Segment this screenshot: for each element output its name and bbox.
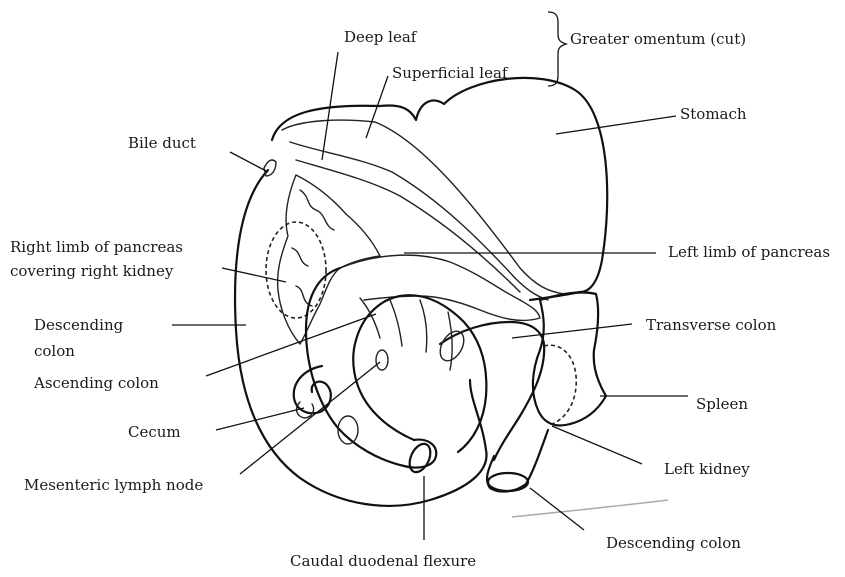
duodenal-flexure-opening <box>406 441 435 476</box>
stomach-shape <box>272 78 607 300</box>
label-right-limb-line1: Right limb of pancreas <box>10 238 183 256</box>
label-descending-bottom: Descending colon <box>606 534 741 552</box>
label-descending-left-line2: colon <box>34 342 75 360</box>
label-right-limb-line2: covering right kidney <box>10 262 174 280</box>
organ-drawing <box>235 78 668 517</box>
label-bile-duct: Bile duct <box>128 134 196 152</box>
omentum-deep <box>290 142 548 300</box>
leader-bile-duct <box>230 152 268 172</box>
left-kidney-shape <box>544 345 576 424</box>
descending-colon-shape <box>487 430 548 491</box>
label-left-limb: Left limb of pancreas <box>668 243 830 261</box>
leader-left-kidney <box>552 426 642 464</box>
label-stomach: Stomach <box>680 105 747 123</box>
label-greater-omentum: Greater omentum (cut) <box>570 30 746 48</box>
leader-stomach <box>556 116 676 134</box>
label-ascending-colon: Ascending colon <box>33 374 159 392</box>
label-caudal-flexure: Caudal duodenal flexure <box>290 552 476 570</box>
label-spleen: Spleen <box>696 395 748 413</box>
label-descending-left-line1: Descending <box>34 316 124 334</box>
label-cecum: Cecum <box>128 423 181 441</box>
descending-colon-opening <box>488 473 528 491</box>
transverse-colon-shape <box>440 322 544 460</box>
smudge-mark <box>512 500 668 517</box>
bile-duct-shape <box>264 160 276 176</box>
label-transverse-colon: Transverse colon <box>646 316 777 334</box>
label-deep-leaf: Deep leaf <box>344 28 418 46</box>
leader-lymph-node <box>240 362 380 474</box>
leader-ascending <box>206 314 376 376</box>
label-left-kidney: Left kidney <box>664 460 750 478</box>
lymph-node-1 <box>376 350 388 370</box>
label-superficial-leaf: Superficial leaf <box>392 64 509 82</box>
leader-superficial-leaf <box>366 76 388 138</box>
leader-right-limb <box>222 268 286 282</box>
right-pancreas-lobules <box>292 190 334 306</box>
duodenum-loop <box>306 268 486 468</box>
leader-descending-bottom <box>530 488 584 530</box>
left-pancreas-shape <box>340 255 540 320</box>
right-kidney-shape <box>266 222 326 318</box>
omentum-brace <box>548 12 566 86</box>
cecum-shape <box>297 402 314 418</box>
label-mesenteric-lymph-node: Mesenteric lymph node <box>24 476 203 494</box>
leader-cecum <box>216 408 304 430</box>
